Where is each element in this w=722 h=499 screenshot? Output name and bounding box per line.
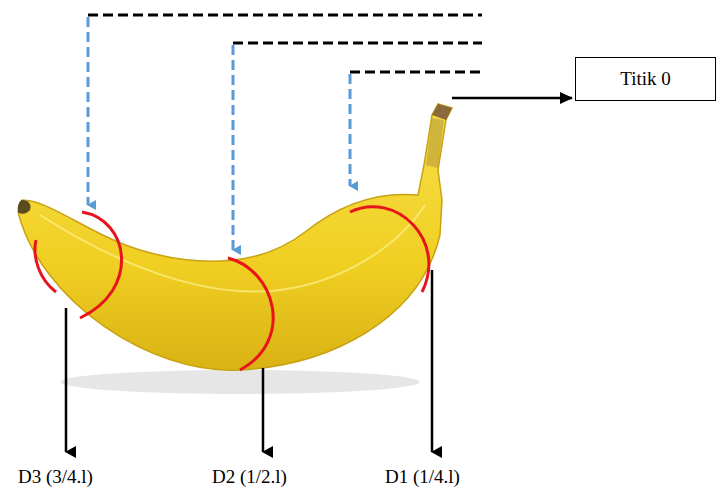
position-label: D3 (3/4.l) [18, 466, 93, 488]
box-label: Titik 0 [620, 68, 671, 90]
position-label: D2 (1/2.l) [212, 466, 287, 488]
cut-arc [80, 212, 122, 318]
dashed-arrow [87, 17, 90, 205]
leader-arrow [262, 368, 265, 452]
dashed-level [350, 71, 482, 74]
shadow [60, 370, 420, 394]
leader-arrow [65, 308, 68, 452]
pointer-arrow [452, 97, 572, 100]
cut-arc [228, 258, 273, 370]
leader-arrow [431, 270, 434, 452]
dashed-level [233, 42, 482, 45]
cut-arc [350, 207, 429, 292]
banana-stem [432, 104, 452, 120]
dashed-arrow [349, 74, 352, 186]
dashed-level [88, 14, 482, 17]
banana-tip [18, 200, 31, 214]
banana-body [18, 104, 452, 370]
position-label: D1 (1/4.l) [385, 466, 460, 488]
label-box: Titik 0 [575, 57, 716, 101]
banana-stem-shade [426, 118, 444, 168]
dashed-arrow [232, 45, 235, 250]
cut-arc [35, 240, 56, 292]
